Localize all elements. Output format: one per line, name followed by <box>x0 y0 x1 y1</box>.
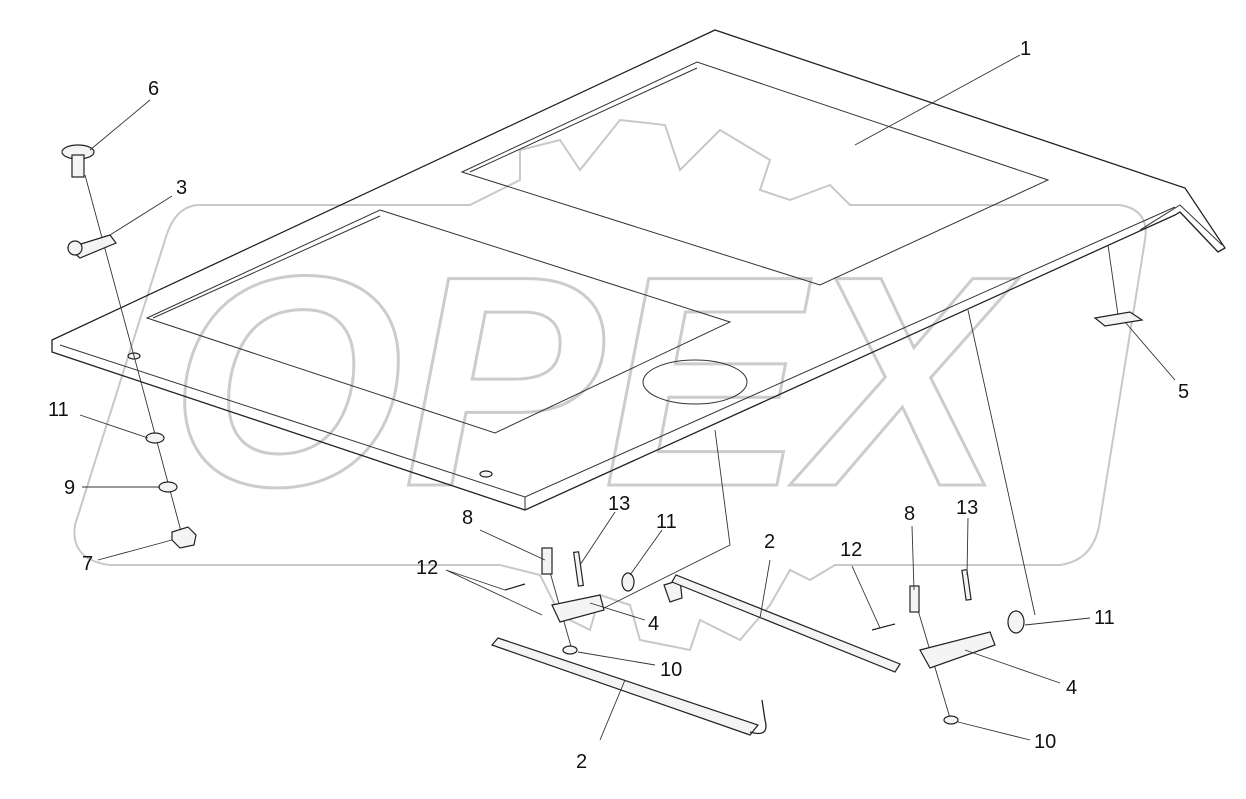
callout-10-right: 10 <box>1034 731 1056 753</box>
callout-5: 5 <box>1178 381 1189 403</box>
leader-11-left <box>79 414 149 439</box>
assembly-line-left <box>84 174 183 536</box>
linkage-left <box>490 547 767 736</box>
callout-leaders <box>79 54 1176 741</box>
leader-1 <box>854 54 1021 146</box>
panel-window-right <box>460 61 1050 286</box>
part-5-hinge <box>1093 311 1144 327</box>
callout-7: 7 <box>82 553 93 575</box>
callout-9: 9 <box>64 477 75 499</box>
leader-12-right <box>851 565 881 629</box>
hinge-plate <box>1093 311 1144 327</box>
linkage-right <box>671 569 1025 725</box>
leader-8-left <box>479 529 546 561</box>
callout-11-left: 11 <box>48 399 69 421</box>
callout-13-right: 13 <box>956 497 978 519</box>
assembly-line-right <box>967 309 1036 616</box>
callout-13-left: 13 <box>608 493 630 515</box>
leader-10-right <box>957 721 1031 741</box>
part-2-rod-right <box>671 574 901 673</box>
leader-2-right <box>759 559 771 619</box>
callout-4-right: 4 <box>1066 677 1077 699</box>
leader-6 <box>89 99 151 151</box>
leader-13-left <box>579 511 616 566</box>
assembly-line-center <box>599 429 731 611</box>
part-9-spring-washer <box>158 481 178 493</box>
watermark: OPEX <box>73 118 1147 652</box>
leader-11-right <box>1024 617 1091 626</box>
callout-2-left: 2 <box>576 751 587 773</box>
part-4-clevis-left <box>551 594 605 623</box>
part-3-clamp <box>66 234 117 259</box>
callout-2-right: 2 <box>764 531 775 553</box>
leader-11-center <box>629 529 663 576</box>
callout-3: 3 <box>176 177 187 199</box>
panel-window-left <box>145 209 732 434</box>
panel-hole-front <box>479 470 493 478</box>
part-11-washer-right <box>1007 610 1025 634</box>
callout-10-left: 10 <box>660 659 682 681</box>
part-8-pin-right <box>909 585 920 613</box>
part-13-pin-left <box>572 551 585 587</box>
part-2-rod-left <box>490 637 760 736</box>
panel-window-right-inner <box>469 67 698 173</box>
panel-round-opening <box>642 359 748 405</box>
callouts: 1 6 3 5 11 9 7 12 8 13 11 4 10 2 2 12 8 … <box>48 38 1189 773</box>
callout-1: 1 <box>1020 38 1031 60</box>
leader-8-right <box>911 525 915 591</box>
assembly-line-hinge <box>1107 244 1119 316</box>
bolt-shank <box>71 154 85 178</box>
leader-2-left <box>599 679 626 741</box>
part-12-cotter-left <box>504 583 526 591</box>
callout-6: 6 <box>148 78 159 100</box>
callout-12-left: 12 <box>416 557 438 579</box>
callout-12-right: 12 <box>840 539 862 561</box>
panel-window-left-inner <box>152 215 381 319</box>
leader-4-left <box>589 602 646 621</box>
leader-5 <box>1124 321 1176 381</box>
part-6-bolt <box>61 144 95 178</box>
panel-top-outline <box>51 29 1226 511</box>
cover-panel <box>51 29 1226 511</box>
part-10-spring-right <box>943 715 959 725</box>
clamp-eye <box>67 240 83 256</box>
leader-13-right <box>966 517 969 576</box>
callout-11-right: 11 <box>1094 607 1115 629</box>
rod-left-bend <box>749 699 767 735</box>
part-8-pin-left <box>541 547 553 575</box>
watermark-gear-outline <box>73 118 1147 652</box>
part-11-washer-left <box>145 432 165 444</box>
callout-11-center: 11 <box>656 511 677 533</box>
panel-bracket <box>1139 204 1223 246</box>
leader-3 <box>109 195 173 236</box>
part-4-clevis-right <box>919 631 996 669</box>
leader-10-left <box>577 651 656 666</box>
part-11-washer-center <box>621 572 635 592</box>
callout-4-left: 4 <box>648 613 659 635</box>
leader-4-right <box>964 649 1061 684</box>
part-12-cotter-right <box>871 623 896 631</box>
part-10-spring-left <box>562 645 578 655</box>
leader-12-left <box>445 569 543 616</box>
callout-8-right: 8 <box>904 503 915 525</box>
leader-7 <box>97 539 173 561</box>
watermark-text: OPEX <box>170 213 1019 549</box>
part-13-pin-right <box>961 569 972 601</box>
callout-8-left: 8 <box>462 507 473 529</box>
